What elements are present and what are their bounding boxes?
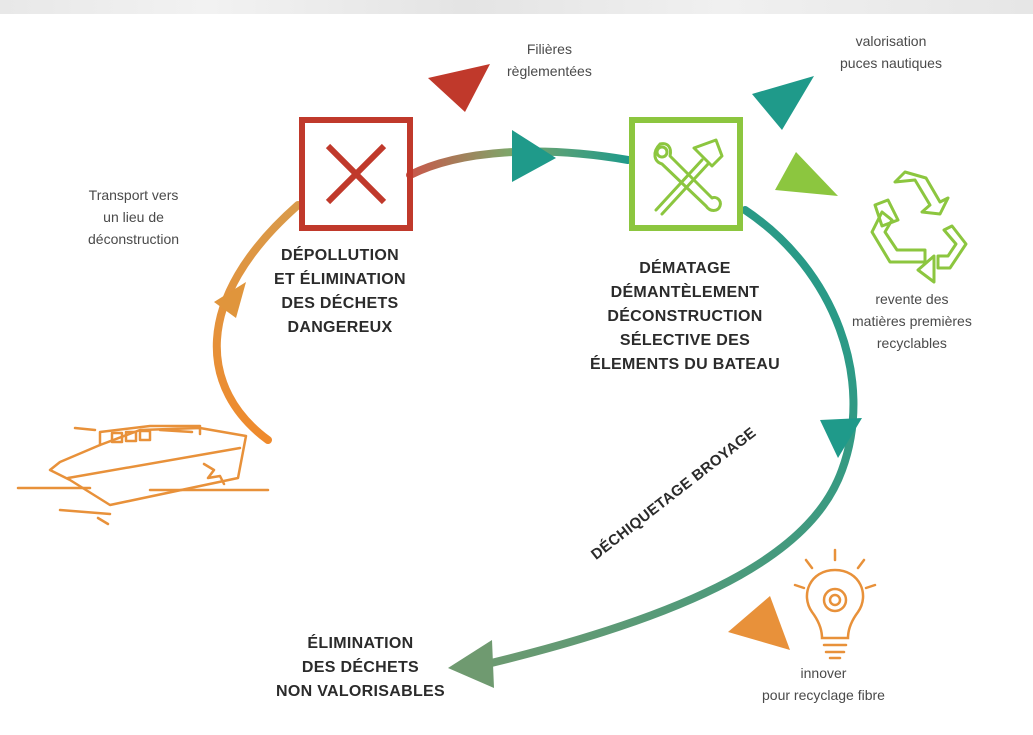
label-innover: innover pour recyclage fibre — [762, 662, 885, 706]
arrow-top — [406, 147, 632, 179]
label-revente: revente des matières premières recyclabl… — [852, 288, 972, 354]
label-filieres-line-1: Filières — [526, 41, 572, 57]
label-transport: Transport vers un lieu de déconstruction — [88, 184, 179, 250]
lightbulb-gear-icon — [793, 548, 877, 660]
label-transport-line-3: déconstruction — [88, 231, 180, 247]
tools-icon — [629, 117, 743, 231]
triangle-innover — [728, 596, 790, 650]
heading-dematage-line-2: DÉMANTÈLEMENT — [610, 284, 760, 301]
label-filieres-line-2: règlementées — [507, 63, 592, 79]
label-filieres: Filières règlementées — [507, 38, 592, 82]
arrowhead-right — [820, 418, 862, 458]
triangle-revente — [775, 152, 838, 196]
arrow-transport — [212, 201, 302, 444]
arrow-right — [466, 206, 858, 672]
label-revente-line-3: recyclables — [876, 335, 947, 351]
heading-depollution-line-4: DANGEREUX — [287, 319, 393, 336]
heading-elimination-line-2: DES DÉCHETS — [301, 659, 420, 676]
label-innover-line-1: innover — [800, 665, 847, 681]
label-valorisation-line-1: valorisation — [855, 33, 927, 49]
heading-elimination-line-3: NON VALORISABLES — [276, 683, 445, 700]
boat-icon — [16, 424, 270, 526]
label-innover-line-2: pour recyclage fibre — [762, 687, 885, 703]
arrowhead-top — [512, 130, 556, 182]
heading-depollution-line-3: DES DÉCHETS — [281, 295, 399, 312]
heading-depollution-line-2: ET ÉLIMINATION — [274, 271, 406, 288]
label-transport-line-2: un lieu de — [103, 209, 164, 225]
label-revente-line-1: revente des — [875, 291, 949, 307]
heading-dematage-line-4: SÉLECTIVE DES — [619, 332, 751, 349]
label-transport-line-1: Transport vers — [88, 187, 179, 203]
heading-dematage-line-3: DÉCONSTRUCTION — [607, 308, 763, 325]
heading-elimination: ÉLIMINATION DES DÉCHETS NON VALORISABLES — [276, 632, 445, 704]
top-texture-band — [0, 0, 1033, 14]
triangle-filieres — [428, 64, 490, 112]
heading-depollution: DÉPOLLUTION ET ÉLIMINATION DES DÉCHETS D… — [274, 244, 406, 340]
recycle-icon — [870, 170, 968, 284]
heading-dematage-line-1: DÉMATAGE — [639, 260, 731, 277]
triangle-valorisation — [752, 76, 814, 130]
heading-elimination-line-1: ÉLIMINATION — [307, 635, 414, 652]
label-revente-line-2: matières premières — [852, 313, 972, 329]
label-valorisation-line-2: puces nautiques — [840, 55, 942, 71]
heading-dematage: DÉMATAGE DÉMANTÈLEMENT DÉCONSTRUCTION SÉ… — [590, 257, 780, 377]
cross-icon — [299, 117, 413, 231]
heading-dematage-line-5: ÉLEMENTS DU BATEAU — [590, 356, 780, 373]
heading-depollution-line-1: DÉPOLLUTION — [280, 247, 399, 264]
label-valorisation: valorisation puces nautiques — [840, 30, 942, 74]
arrowhead-transport — [214, 282, 246, 318]
arrowhead-bottom — [448, 640, 494, 688]
